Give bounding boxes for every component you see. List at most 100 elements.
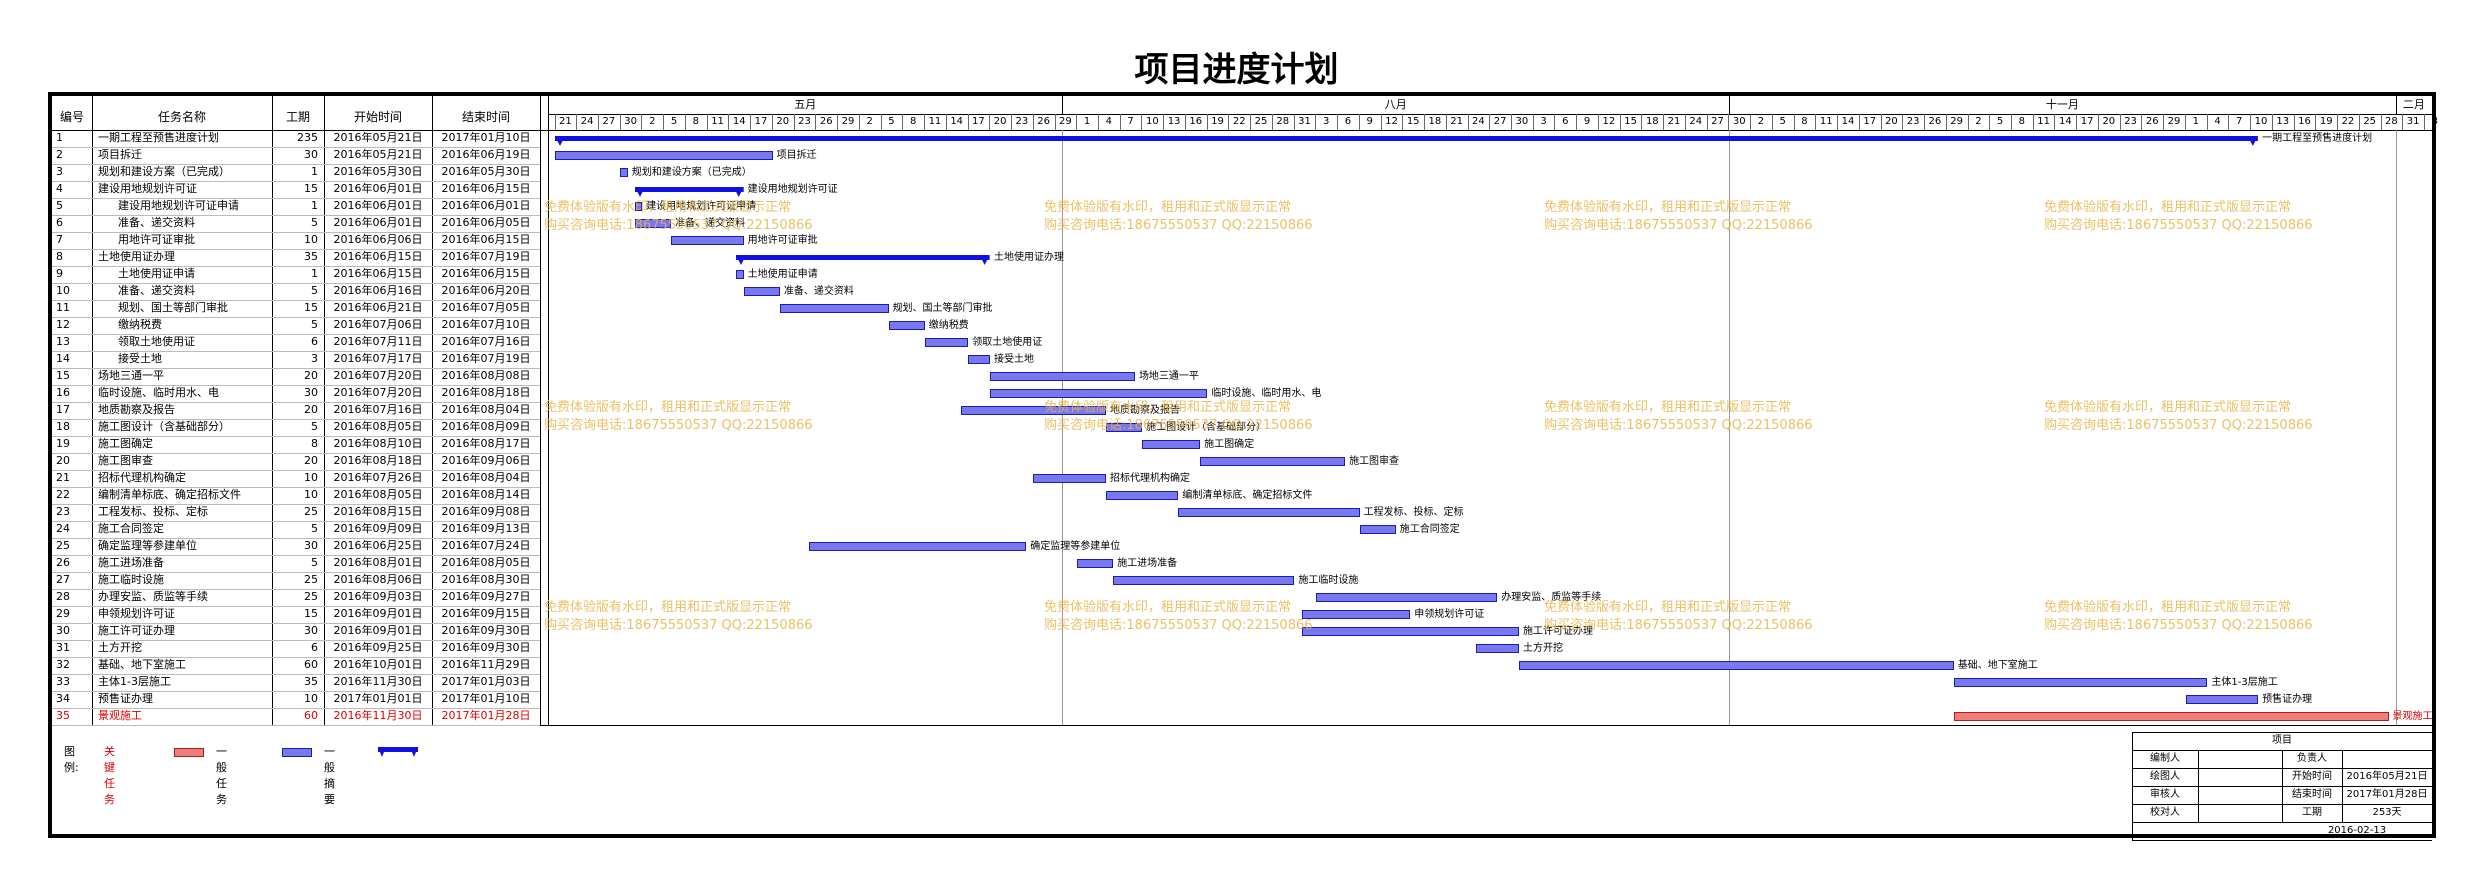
timeline-tick: 15 bbox=[1624, 116, 1637, 127]
gantt-task-bar[interactable] bbox=[1033, 474, 1106, 483]
task-duration: 20 bbox=[304, 369, 318, 382]
gantt-task-bar[interactable] bbox=[2185, 695, 2259, 704]
timeline-tick: 25 bbox=[2363, 116, 2377, 127]
legend-summary-swatch bbox=[378, 747, 418, 759]
gantt-summary-bar[interactable] bbox=[555, 133, 2259, 146]
gantt-task-bar[interactable] bbox=[1301, 610, 1411, 619]
tick-separator bbox=[858, 114, 860, 130]
task-end: 2016年09月08日 bbox=[441, 505, 531, 518]
task-duration: 30 bbox=[304, 386, 318, 399]
task-id: 9 bbox=[56, 267, 63, 280]
task-end: 2016年06月15日 bbox=[441, 182, 531, 195]
gantt-task-bar[interactable] bbox=[620, 168, 628, 177]
task-duration: 25 bbox=[304, 590, 318, 603]
task-name: 确定监理等参建单位 bbox=[98, 539, 197, 552]
gantt-bar-label: 地质勘察及报告 bbox=[1109, 405, 1180, 416]
gantt-summary-bar[interactable] bbox=[736, 252, 991, 265]
gantt-summary-bar[interactable] bbox=[634, 184, 744, 197]
tick-separator bbox=[750, 114, 752, 130]
gantt-task-bar[interactable] bbox=[555, 151, 773, 160]
gantt-bar-label: 基础、地下室施工 bbox=[1957, 660, 2038, 671]
tick-separator bbox=[1011, 114, 1013, 130]
gantt-task-bar[interactable] bbox=[1076, 559, 1114, 568]
gantt-task-bar[interactable] bbox=[1518, 661, 1954, 670]
gantt-task-bar[interactable] bbox=[1105, 423, 1143, 432]
task-end: 2016年08月18日 bbox=[441, 386, 531, 399]
gantt-task-bar[interactable] bbox=[1178, 508, 1360, 517]
gantt-task-bar[interactable] bbox=[924, 338, 969, 347]
gantt-bar-label: 规划、国土等部门审批 bbox=[892, 303, 993, 314]
task-name: 基础、地下室施工 bbox=[98, 658, 186, 671]
gantt-task-bar[interactable] bbox=[1953, 678, 2208, 687]
tick-separator bbox=[1511, 114, 1512, 130]
timeline-tick: 26 bbox=[1037, 116, 1050, 127]
tick-separator bbox=[815, 114, 817, 130]
row-divider bbox=[52, 453, 540, 454]
gantt-task-bar[interactable] bbox=[743, 287, 780, 296]
gantt-task-bar[interactable] bbox=[1475, 644, 1519, 653]
row-divider bbox=[52, 147, 540, 148]
tick-separator bbox=[1684, 114, 1686, 130]
timeline-tick: 5 bbox=[1779, 116, 1786, 127]
page-title: 项目进度计划 bbox=[1134, 50, 1339, 90]
tick-separator bbox=[1771, 114, 1773, 130]
gantt-task-bar[interactable] bbox=[1301, 627, 1519, 636]
gantt-task-bar[interactable] bbox=[671, 236, 744, 245]
timeline-tick: 20 bbox=[2102, 116, 2116, 127]
gantt-bar-label: 土地使用证办理 bbox=[994, 252, 1064, 263]
task-name: 办理安监、质监等手续 bbox=[98, 590, 208, 603]
gantt-task-bar[interactable] bbox=[968, 355, 990, 364]
task-end: 2016年08月08日 bbox=[441, 369, 531, 382]
task-start: 2016年06月16日 bbox=[333, 284, 423, 297]
timeline-tick: 30 bbox=[1515, 116, 1529, 127]
gantt-task-bar[interactable] bbox=[634, 219, 672, 228]
task-end: 2016年08月30日 bbox=[441, 573, 531, 586]
task-name: 施工图审查 bbox=[98, 454, 153, 467]
gantt-task-bar[interactable] bbox=[888, 321, 925, 330]
timeline-tick: 26 bbox=[2145, 116, 2159, 127]
task-end: 2017年01月10日 bbox=[441, 131, 531, 144]
timeline-tick: 24 bbox=[1472, 116, 1485, 127]
gantt-task-bar[interactable] bbox=[634, 202, 643, 211]
tick-separator bbox=[576, 114, 578, 130]
task-duration: 30 bbox=[304, 148, 318, 161]
timeline-tick: 2 bbox=[1975, 116, 1982, 127]
task-end: 2016年09月30日 bbox=[441, 641, 531, 654]
timeline-tick: 22 bbox=[2341, 116, 2355, 127]
tick-separator bbox=[684, 114, 686, 130]
timeline-tick: 13 bbox=[2276, 116, 2290, 127]
tick-separator bbox=[2010, 114, 2012, 130]
task-end: 2016年11月29日 bbox=[441, 658, 531, 671]
tick-separator bbox=[1858, 114, 1860, 130]
gantt-task-bar[interactable] bbox=[1953, 712, 2389, 721]
gantt-task-bar[interactable] bbox=[1113, 576, 1295, 585]
watermark-line1: 免费体验版有水印，租用和正式版显示正常 bbox=[544, 600, 792, 615]
gantt-task-bar[interactable] bbox=[1359, 525, 1396, 534]
tick-separator bbox=[1619, 114, 1621, 130]
timeline-tick: 30 bbox=[624, 116, 637, 127]
task-end: 2016年09月27日 bbox=[441, 590, 531, 603]
gantt-task-bar[interactable] bbox=[1105, 491, 1179, 500]
task-id: 15 bbox=[56, 369, 70, 382]
gantt-task-bar[interactable] bbox=[1200, 457, 1346, 466]
task-end: 2016年06月19日 bbox=[441, 148, 531, 161]
gantt-task-bar[interactable] bbox=[990, 372, 1135, 381]
gantt-task-bar[interactable] bbox=[1142, 440, 1201, 449]
tick-separator bbox=[837, 114, 839, 130]
tick-separator bbox=[1380, 114, 1382, 130]
timeline-tick: 10 bbox=[1145, 116, 1159, 127]
gantt-task-bar[interactable] bbox=[779, 304, 889, 313]
gantt-task-bar[interactable] bbox=[1316, 593, 1498, 602]
tick-separator bbox=[1141, 114, 1143, 130]
task-id: 8 bbox=[56, 250, 63, 263]
gantt-task-bar[interactable] bbox=[990, 389, 1208, 398]
gantt-task-bar[interactable] bbox=[961, 406, 1106, 415]
gantt-task-bar[interactable] bbox=[736, 270, 744, 279]
tick-separator bbox=[2119, 114, 2121, 130]
timeline-tick: 16 bbox=[1189, 116, 1203, 127]
task-name: 申领规划许可证 bbox=[98, 607, 175, 620]
task-start: 2016年11月30日 bbox=[333, 675, 423, 688]
row-divider bbox=[52, 691, 540, 692]
gantt-task-bar[interactable] bbox=[808, 542, 1027, 551]
infobox-cell: 开始时间 bbox=[2292, 771, 2332, 782]
